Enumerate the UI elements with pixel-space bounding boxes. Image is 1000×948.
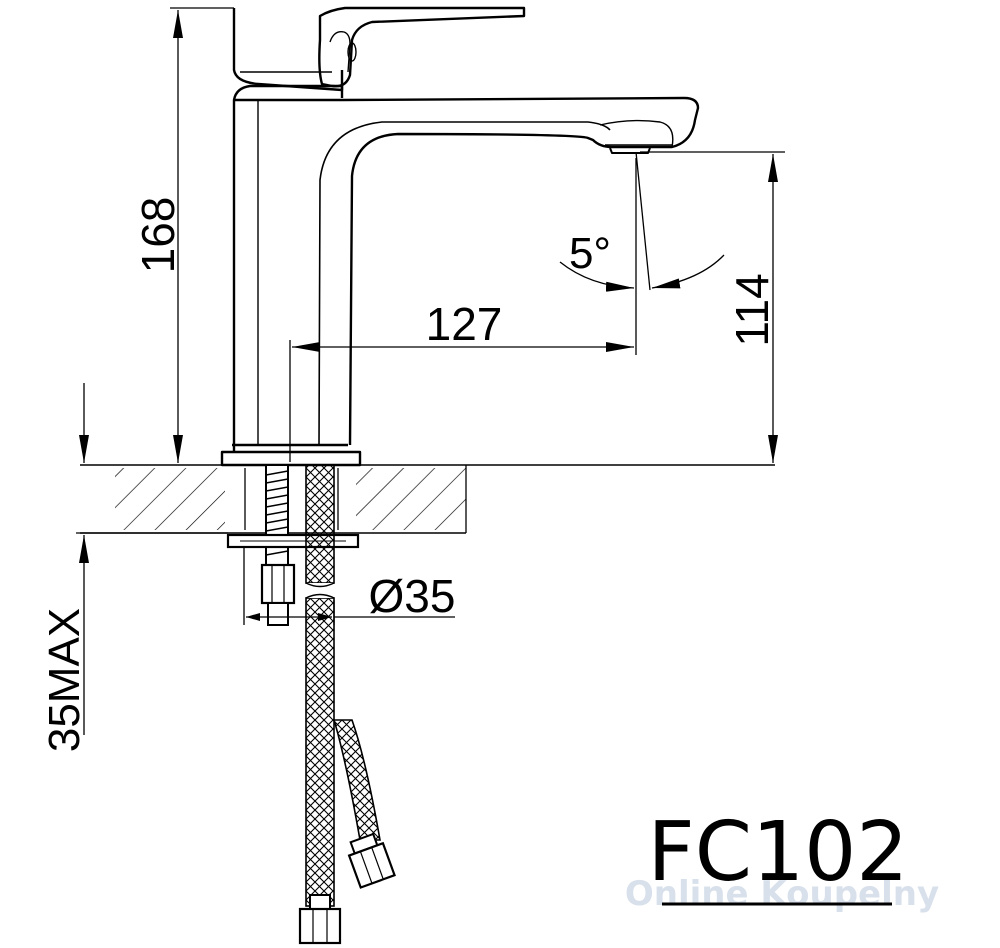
mounting-assembly xyxy=(226,464,396,945)
label-127: 127 xyxy=(426,298,503,350)
label-168: 168 xyxy=(132,197,184,274)
label-35max: 35MAX xyxy=(40,608,89,752)
countertop-section xyxy=(80,464,775,534)
label-114: 114 xyxy=(726,273,778,346)
faucet-body xyxy=(220,6,700,467)
watermark: Online Koupelny xyxy=(625,874,939,914)
angle-5-arc xyxy=(559,261,635,292)
label-diameter-35: Ø35 xyxy=(369,570,456,622)
dimension-lines xyxy=(76,7,785,735)
label-5-degrees: 5° xyxy=(569,229,611,278)
model-code: FC102 xyxy=(648,805,909,900)
